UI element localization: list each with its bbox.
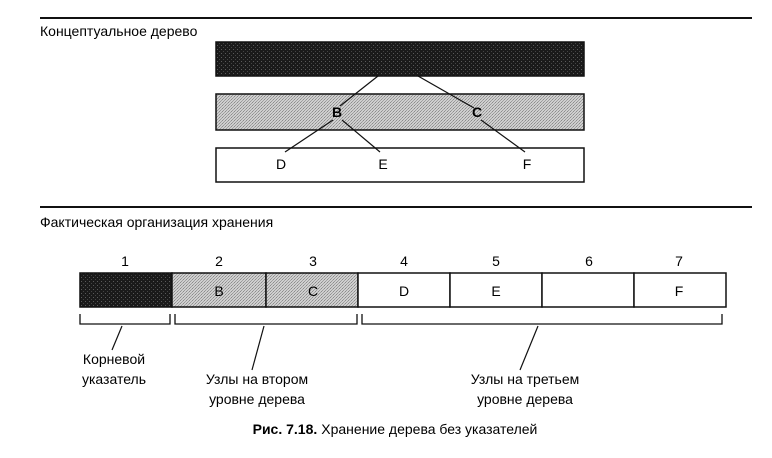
leader-third-level <box>519 325 539 371</box>
storage-cell-3 <box>265 272 359 308</box>
conceptual-section-title: Концептуальное дерево <box>40 23 198 39</box>
node-c-label: C <box>472 104 482 120</box>
storage-cell-7 <box>633 272 727 308</box>
third-level-label-line-2: уровне дерева <box>477 391 573 407</box>
third-level-label-line-1: Узлы на третьем <box>471 371 580 387</box>
storage-cell-label-3: C <box>308 283 318 299</box>
bracket-third-level <box>361 314 723 325</box>
storage-cell-label-5: E <box>491 283 500 299</box>
figure-caption-label: Рис. 7.18. <box>253 421 318 437</box>
cell-number-1: 1 <box>121 253 129 269</box>
bracket-second-level <box>174 314 358 325</box>
cell-number-7: 7 <box>675 253 683 269</box>
root-level-band <box>215 41 585 77</box>
edge-b-d <box>284 119 334 153</box>
second-level-band <box>215 93 585 131</box>
storage-cell-label-7: F <box>675 283 684 299</box>
cell-number-5: 5 <box>492 253 500 269</box>
figure-caption: Рис. 7.18.Хранение дерева без указателей <box>253 421 538 437</box>
node-b-label: B <box>332 104 342 120</box>
third-level-band <box>215 147 585 183</box>
bracket-root <box>79 314 171 325</box>
cell-number-3: 3 <box>309 253 317 269</box>
edge-b-e <box>341 119 381 153</box>
storage-cell-5 <box>449 272 543 308</box>
cell-number-6: 6 <box>585 253 593 269</box>
second-level-label-line-1: Узлы на втором <box>206 371 308 387</box>
figure-caption-text: Хранение дерева без указателей <box>321 421 537 437</box>
cell-number-2: 2 <box>215 253 223 269</box>
edge-root-c <box>417 75 475 109</box>
leader-root <box>111 325 123 351</box>
storage-cell-4 <box>357 272 451 308</box>
node-d-label: D <box>276 156 286 172</box>
root-pointer-label-line-1: Корневой <box>83 351 145 367</box>
storage-cell-label-2: B <box>214 283 223 299</box>
leader-second-level <box>251 325 265 371</box>
node-f-label: F <box>523 156 532 172</box>
storage-section-title: Фактическая организация хранения <box>40 214 273 230</box>
storage-cell-2 <box>171 272 267 308</box>
storage-cell-1 <box>79 272 173 308</box>
node-e-label: E <box>378 156 387 172</box>
storage-cell-label-4: D <box>399 283 409 299</box>
storage-cell-6 <box>541 272 635 308</box>
root-pointer-label-line-2: указатель <box>82 371 146 387</box>
second-level-label-line-2: уровне дерева <box>209 391 305 407</box>
cell-number-4: 4 <box>400 253 408 269</box>
edge-c-f <box>480 119 526 153</box>
edge-root-b <box>339 75 379 107</box>
